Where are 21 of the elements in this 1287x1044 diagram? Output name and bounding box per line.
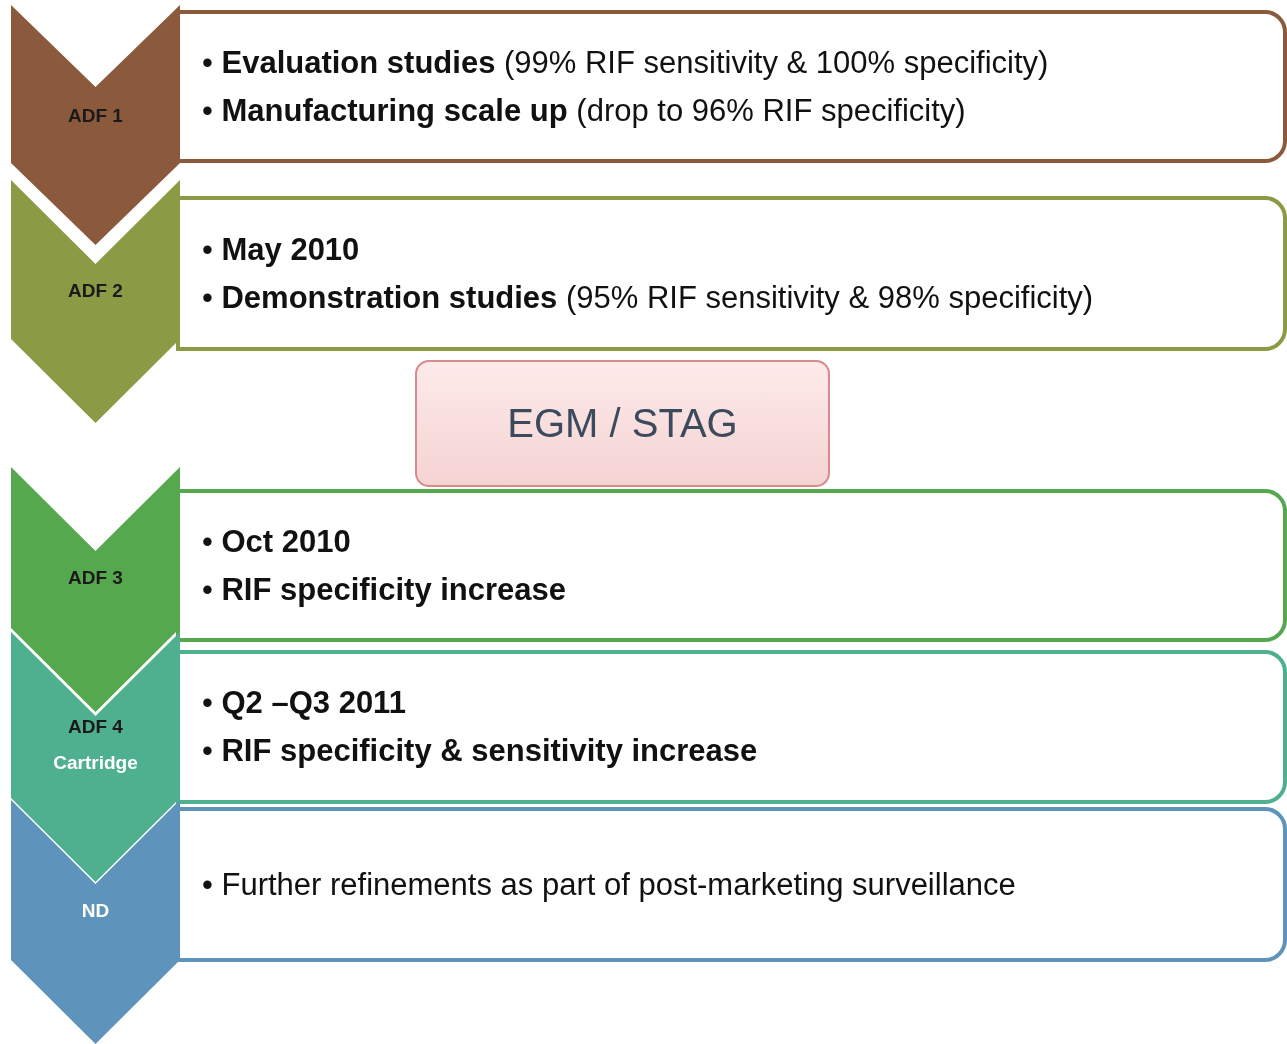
bullet-text: • Manufacturing scale up (drop to 96% RIF specificity) [202, 91, 967, 130]
step-label: ND [80, 900, 111, 922]
rounded-box [415, 360, 830, 487]
step-panel [176, 196, 1287, 351]
step-panel [176, 650, 1287, 804]
step-label: ADF 3 [67, 567, 124, 589]
step-label: ADF 1 [67, 105, 124, 127]
step-panel [176, 489, 1287, 642]
bullet-text: • Oct 2010 [202, 522, 352, 561]
bullet-text: • RIF specificity increase [202, 570, 568, 609]
step-label: Cartridge [52, 752, 139, 774]
bullet-text: • RIF specificity & sensitivity increase [202, 732, 759, 770]
bullet-text: • Evaluation studies (99% RIF sensitivity & 100% specificity) [202, 43, 1050, 82]
step-panel [176, 807, 1287, 962]
box-title: EGM / STAG [507, 401, 738, 446]
bullet-text: • Demonstration studies (95% RIF sensitivity & 98% specificity) [202, 278, 1095, 317]
bullet-text: • May 2010 [202, 230, 361, 269]
bullet-text: • Q2 –Q3 2011 [202, 684, 407, 722]
bullet-text: • Further refinements as part of post-marketing surveillance [202, 865, 1017, 904]
step-label: ADF 2 [67, 280, 124, 302]
step-label: ADF 4 [67, 716, 124, 738]
